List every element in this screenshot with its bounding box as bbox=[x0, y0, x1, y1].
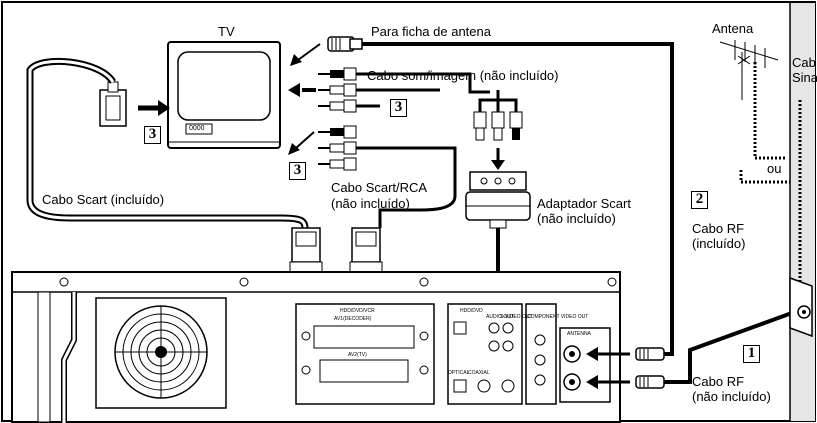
rf-cable-label-1: Cabo RF bbox=[692, 221, 745, 236]
panel-s-video: S-VIDEO OUT bbox=[500, 314, 533, 320]
scart-cable-label: Cabo Scart (incluído) bbox=[42, 192, 165, 207]
wall-panel bbox=[790, 3, 815, 421]
step-2-rf: 2 bbox=[691, 191, 708, 209]
rf-cable-bottom-label-2: (não incluído) bbox=[692, 389, 771, 404]
rca-plugs-bottom bbox=[318, 125, 357, 171]
antenna-plug-top bbox=[327, 36, 363, 52]
panel-component: COMPONENT VIDEO OUT bbox=[527, 314, 589, 320]
scart-rca-label-1: Cabo Scart/RCA bbox=[331, 180, 428, 195]
panel-coaxial: COAXIAL bbox=[468, 370, 490, 376]
step-3-scart: 3 bbox=[144, 126, 161, 144]
or-label: ou bbox=[767, 161, 782, 176]
cable-signal-label-1: Cab bbox=[792, 55, 816, 70]
rf-cable-bottom-label-1: Cabo RF bbox=[692, 374, 745, 389]
scart-adapter-label-2: (não incluído) bbox=[537, 211, 616, 226]
panel-antenna: ANTENNA bbox=[567, 331, 591, 337]
vcr-body bbox=[11, 271, 621, 423]
panel-av2: AV2(TV) bbox=[348, 352, 367, 358]
tv-label: TV bbox=[218, 24, 235, 39]
wall-socket bbox=[789, 276, 813, 338]
scart-plug-left bbox=[99, 81, 127, 127]
scart-adapter-label-1: Adaptador Scart bbox=[537, 196, 631, 211]
scart-rca-label-2: (não incluído) bbox=[331, 196, 410, 211]
antenna-plug-label: Para ficha de antena bbox=[371, 24, 491, 39]
cable-signal-label-2: Sina bbox=[792, 70, 817, 85]
antenna bbox=[719, 40, 779, 100]
rf-cable-label-2: (incluído) bbox=[692, 236, 746, 251]
rca-plugs-vertical bbox=[473, 90, 523, 141]
rf-plug-upper bbox=[635, 347, 665, 361]
scart-adapter bbox=[465, 171, 531, 229]
panel-hdd-dvd: HDD/DVD bbox=[460, 308, 483, 314]
panel-av1: AV1(DECODER) bbox=[334, 316, 372, 322]
scart-plugs-pair bbox=[289, 227, 383, 273]
rf-plug-lower bbox=[635, 375, 665, 389]
step-3-scart-rca: 3 bbox=[289, 162, 306, 180]
antenna-label: Antena bbox=[712, 21, 754, 36]
step-1-rf: 1 bbox=[743, 345, 760, 363]
av-cable-label: Cabo som/imagem (não incluído) bbox=[367, 68, 559, 83]
panel-hdd-dvd-vcr: HDD/DVD/VCR bbox=[340, 308, 375, 314]
panel-audio-out: AUDIO OUT bbox=[486, 314, 514, 320]
step-3-av: 3 bbox=[390, 99, 407, 117]
rca-plugs-top bbox=[318, 67, 357, 113]
tv-display: 0000 bbox=[189, 125, 205, 132]
panel-optical: OPTICAL bbox=[448, 370, 470, 376]
tv-set bbox=[167, 41, 281, 149]
